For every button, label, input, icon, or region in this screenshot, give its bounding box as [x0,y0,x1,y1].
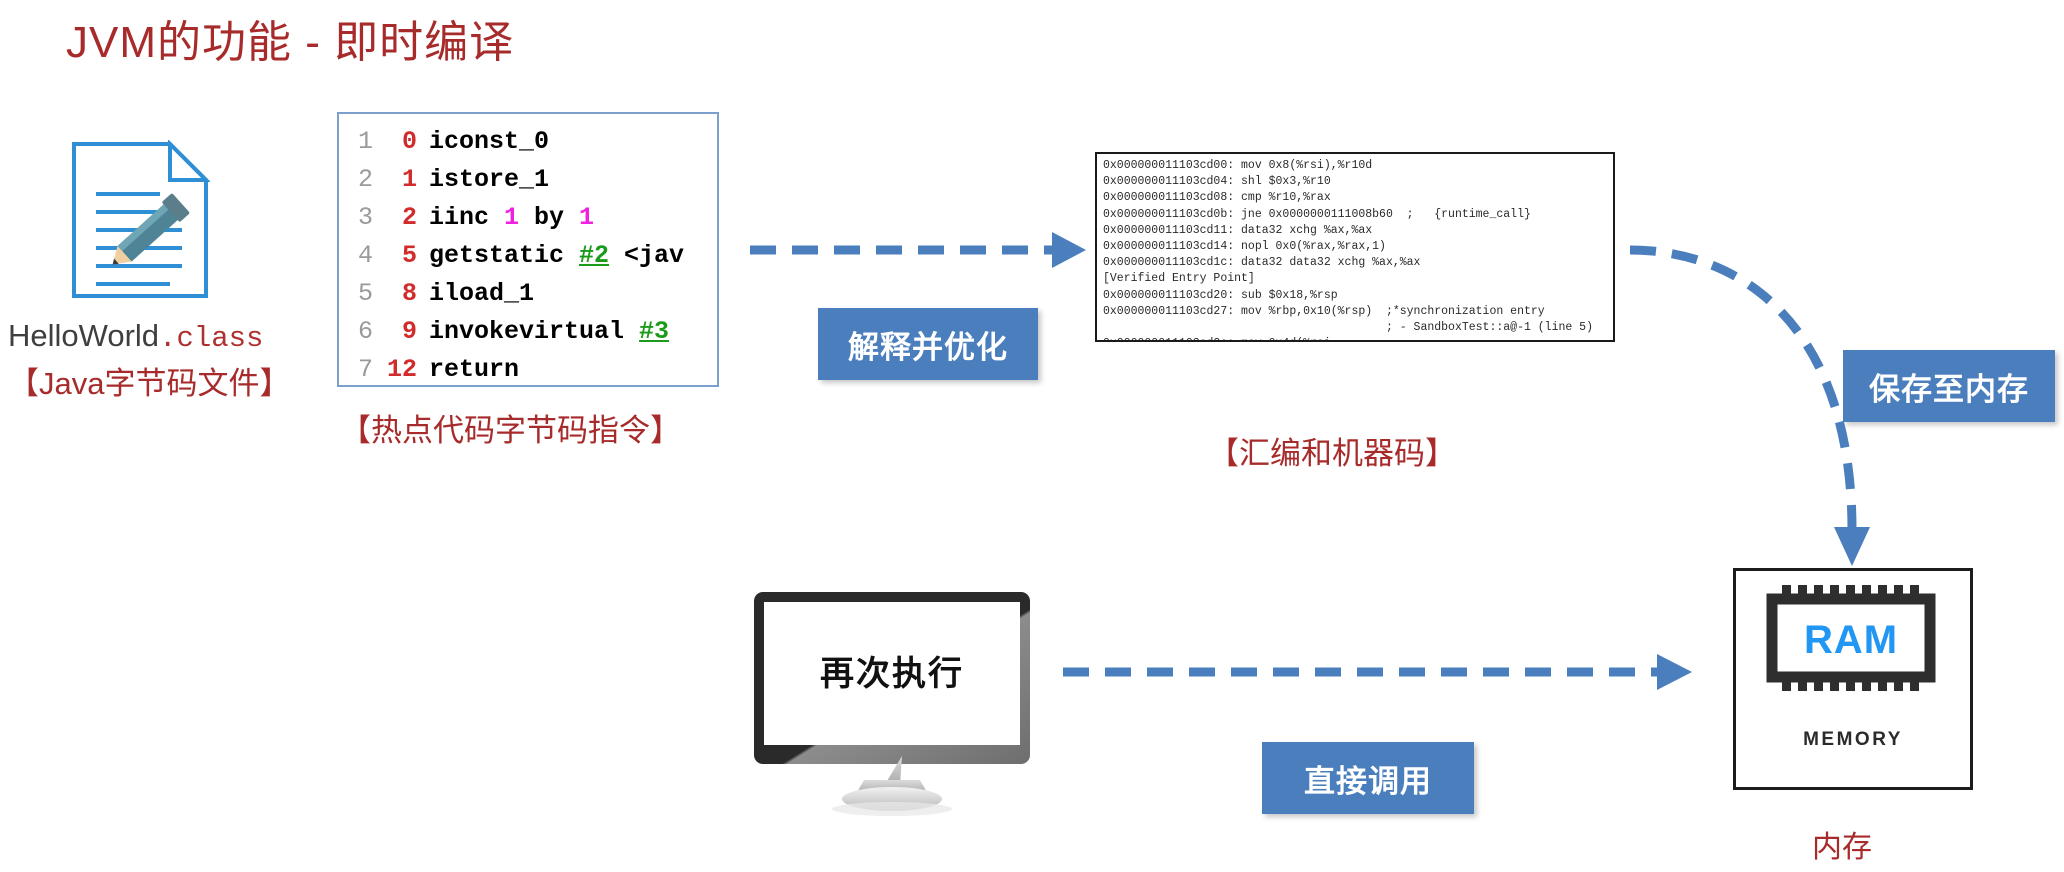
assembly-line: 0x000000011103cd2c: mov 0x4d(%rsi [1103,336,1607,340]
bytecode-offset: 0 [401,127,417,156]
ram-chip-icon: RAM [1766,585,1936,691]
bytecode-offset: 2 [401,203,417,232]
bytecode-token: invokevirtual [429,317,640,346]
bytecode-offset: 1 [401,165,417,194]
assembly-line: 0x000000011103cd27: mov %rbp,0x10(%rsp) … [1103,304,1545,318]
bytecode-offset: 8 [401,279,417,308]
assembly-line: 0x000000011103cd00: mov 0x8(%rsi),%r10d [1103,159,1373,172]
bytecode-constant-ref[interactable]: #2 [579,241,610,270]
bytecode-line-number: 1 [357,127,373,156]
bytecode-token: iinc [429,203,505,232]
label-direct-call: 直接调用 [1262,742,1474,814]
bytecode-caption: 【热点代码字节码指令】 [340,413,681,448]
bytecode-token: 1 [579,203,595,232]
bytecode-line-number: 4 [357,241,373,270]
bytecode-token: <jav [609,241,685,270]
assembly-line: [Verified Entry Point] [1103,272,1255,286]
bytecode-offset: 9 [401,317,417,346]
assembly-lines: 0x000000011103cd00: mov 0x8(%rsi),%r10d 0… [1103,158,1607,340]
assembly-line: 0x000000011103cd11: data32 xchg %ax,%ax [1103,223,1373,237]
assembly-line: ; - SandboxTest::a@-1 (line 5) [1103,321,1593,335]
assembly-caption: 【汇编和机器码】 [1208,436,1456,471]
arrow-bytecode-to-assembly [750,232,1086,268]
bytecode-constant-ref[interactable]: #3 [639,317,670,346]
bytecode-line-number: 2 [357,165,373,194]
page-title: JVM的功能 - 即时编译 [66,18,515,67]
assembly-line: 0x000000011103cd04: shl $0x3,%r10 [1103,175,1331,189]
desktop-monitor-icon: 再次执行 [752,590,1032,818]
assembly-line: 0x000000011103cd14: nopl 0x0(%rax,%rax,1… [1103,240,1386,254]
memory-caption: 内存 [1812,831,1872,864]
label-interpret-and-optimize: 解释并优化 [818,308,1038,380]
bytecode-token: iconst_0 [429,127,550,156]
class-file-name: HelloWorld.class [8,318,263,355]
bytecode-offset: 12 [387,355,418,384]
arrow-monitor-to-memory [1063,654,1692,690]
svg-text:RAM: RAM [1804,618,1898,662]
bytecode-line-number: 7 [357,355,373,384]
memory-label: MEMORY [1803,729,1903,750]
assembly-line: 0x000000011103cd20: sub $0x18,%rsp [1103,288,1338,302]
bytecode-line-number: 6 [357,317,373,346]
class-file-basename: HelloWorld [8,318,160,353]
arrow-assembly-to-memory [1629,245,1870,566]
bytecode-line-number: 5 [357,279,373,308]
class-file-extension: .class [159,322,264,355]
bytecode-token: istore_1 [429,165,550,194]
assembly-line: 0x000000011103cd0b: jne 0x0000000111008b… [1103,207,1531,221]
document-with-pencil-icon [70,139,211,300]
assembly-line: 0x000000011103cd1c: data32 data32 xchg %… [1103,256,1421,270]
bytecode-token: by [519,203,580,232]
label-save-to-memory: 保存至内存 [1843,350,2055,422]
assembly-line: 0x000000011103cd08: cmp %r10,%rax [1103,191,1331,205]
memory-panel: RAM MEMORY [1733,568,1973,790]
bytecode-token: getstatic [429,241,580,270]
bytecode-line: 7 12 return [339,351,717,385]
assembly-panel: 0x000000011103cd00: mov 0x8(%rsi),%r10d 0… [1095,152,1615,342]
class-file-note: 【Java字节码文件】 [8,366,291,401]
bytecode-token: 1 [504,203,520,232]
bytecode-token: iload_1 [429,279,535,308]
bytecode-line-number: 3 [357,203,373,232]
bytecode-offset: 5 [401,241,417,270]
bytecode-token: return [429,355,520,384]
